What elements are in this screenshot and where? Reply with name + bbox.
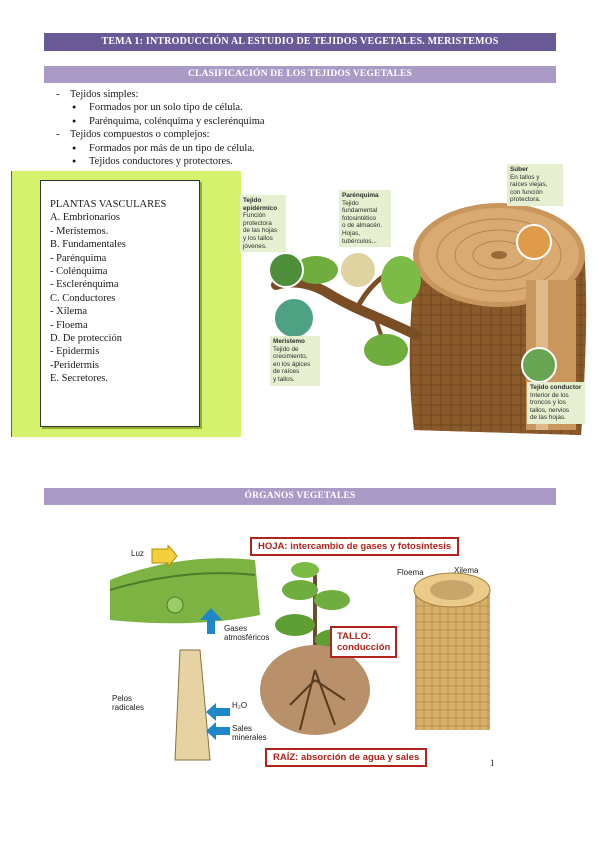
tissue-label-line: en los ápices	[273, 360, 311, 368]
light-label: Luz	[131, 549, 144, 558]
tissue-label-line: con función	[510, 188, 543, 196]
vascular-line: B. Fundamentales	[50, 239, 126, 251]
page-number: 1	[490, 758, 495, 768]
vascular-line: - Parénquima	[50, 252, 107, 264]
tissue-label-line: fundamental	[342, 207, 378, 215]
vascular-line: - Epidermis	[50, 346, 100, 358]
vascular-line: PLANTAS VASCULARES	[50, 199, 167, 210]
vascular-line: - Floema	[50, 319, 88, 331]
list-item-simple: Tejidos simples:	[52, 88, 265, 102]
tissue-label-line: protectora.	[510, 196, 541, 204]
tissue-label-line: de las hojas	[243, 227, 278, 235]
tissue-label-line: o de almacén.	[342, 222, 383, 230]
tissue-label-line: Tejido de	[273, 345, 299, 353]
organs-illustration	[109, 558, 491, 761]
salts-arrow-icon	[206, 722, 230, 740]
tissue-label-line: de las hojas.	[530, 414, 566, 422]
tissue-label-line: protectora	[243, 219, 272, 227]
classification-list: Tejidos simples: Formados por un solo ti…	[52, 88, 265, 169]
list-subitem: Tejidos conductores y protectores.	[52, 155, 265, 169]
stem-label-box: TALLO:conducción	[330, 626, 398, 658]
xylem-label: Xilema	[454, 566, 479, 575]
tissue-label-line: Tejido	[342, 199, 359, 207]
light-arrow-icon	[151, 545, 178, 567]
list-subitem: Formados por un solo tipo de célula.	[52, 101, 265, 115]
vascular-line: - Xilema	[50, 306, 88, 318]
vascular-line: -Peridermis	[50, 359, 99, 371]
tissue-label-line: tallos, nervios	[530, 406, 570, 414]
gases-arrow-icon	[200, 608, 222, 634]
vascular-line: A. Embrionarios	[50, 212, 120, 224]
tissue-label-line: Hojas,	[342, 229, 361, 237]
list-item-compound: Tejidos compuestos o complejos:	[52, 128, 265, 142]
list-subitem: Parénquima, colénquima y esclerénquima	[52, 115, 265, 129]
vascular-line: - Colénquima	[50, 266, 108, 278]
page-title-bar: TEMA 1: INTRODUCCIÓN AL ESTUDIO DE TEJID…	[44, 33, 556, 51]
tissue-label-line: jóvenes.	[243, 242, 267, 250]
tissue-label-line: tubérculos...	[342, 237, 377, 245]
vascular-line: E. Secretores.	[50, 373, 109, 385]
tissue-label-line: y los tallos	[243, 234, 273, 242]
classification-heading: CLASIFICACIÓN DE LOS TEJIDOS VEGETALES	[44, 66, 556, 83]
tissue-label-line: En tallos y	[510, 173, 540, 181]
root-label-box: RAÍZ: absorción de agua y sales	[265, 748, 428, 767]
vascular-plants-box: PLANTAS VASCULARES A. Embrionarios- Meris…	[40, 180, 200, 427]
tissue-label-line: troncos y los	[530, 399, 566, 407]
tissue-label-line: Función	[243, 212, 266, 220]
organs-heading: ÓRGANOS VEGETALES	[44, 488, 556, 505]
list-subitem: Formados por más de un tipo de célula.	[52, 142, 265, 156]
water-label: H₂O	[232, 701, 248, 710]
vascular-line: C. Conductores	[50, 292, 116, 304]
tissue-label-line: fotosintético	[342, 214, 377, 222]
tissue-label-line: de raíces	[273, 368, 300, 376]
tissue-label-line: y tallos.	[273, 375, 295, 383]
vascular-line: - Esclerénquima	[50, 279, 119, 291]
phloem-label: Floema	[397, 568, 424, 577]
vascular-line: D. De protección	[50, 333, 123, 345]
vascular-line: - Meristemos.	[50, 225, 109, 237]
tissue-label-line: crecimiento,	[273, 353, 308, 361]
leaf-label-box: HOJA: intercambio de gases y fotosíntesi…	[250, 537, 460, 556]
tissue-label-line: Interior de los	[530, 391, 569, 399]
tissue-label-line: raíces viejas,	[510, 181, 548, 189]
water-arrow-icon	[206, 703, 230, 721]
